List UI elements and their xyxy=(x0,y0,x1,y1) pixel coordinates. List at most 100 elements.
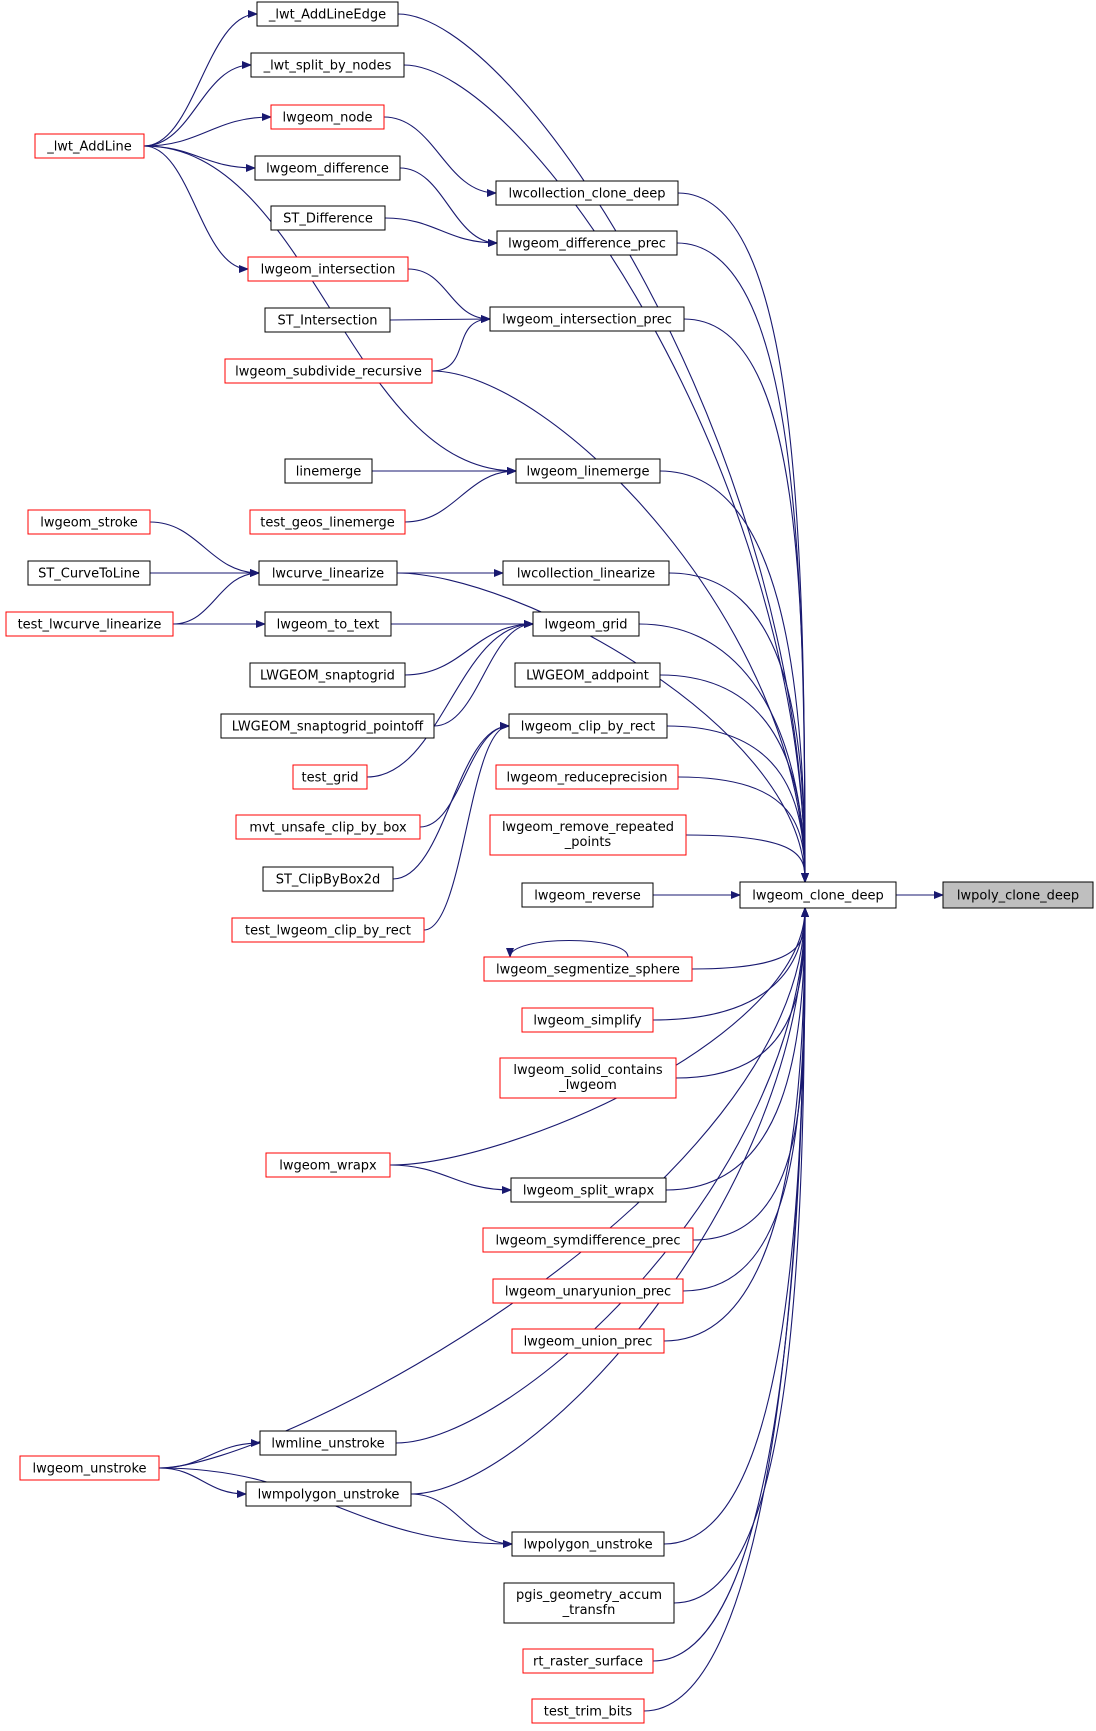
node-lwgeom-union-prec[interactable]: lwgeom_union_prec xyxy=(511,1328,665,1354)
edge-lwgeom-wrapx-to-lwgeom-clone-deep xyxy=(389,907,809,1166)
node-box xyxy=(510,1177,667,1203)
edge-mvt-unsafe-clip-by-box-to-lwgeom-clip-by-rect xyxy=(419,722,510,828)
node-lwgeom-snaptogrid-pointoff[interactable]: LWGEOM_snaptogrid_pointoff xyxy=(220,713,435,739)
node-label: lwgeom_reduceprecision xyxy=(507,771,668,786)
node-lwt-addline[interactable]: _lwt_AddLine xyxy=(34,133,145,159)
edge-st-intersection-to-lwgeom-intersection-prec xyxy=(389,315,491,324)
edge-lwgeom-wrapx-to-lwgeom-split-wrapx xyxy=(389,1164,512,1194)
node-label: lwgeom_wrapx xyxy=(279,1159,377,1174)
node-lwgeom-linemerge[interactable]: lwgeom_linemerge xyxy=(515,458,661,484)
node-box xyxy=(264,611,392,637)
node-test-lwgeom-clip-by-rect[interactable]: test_lwgeom_clip_by_rect xyxy=(231,917,425,943)
edge-lwmpolygon-unstroke-to-lwgeom-clone-deep xyxy=(410,907,809,1495)
node-st-curvetoline[interactable]: ST_CurveToLine xyxy=(27,560,151,586)
node-lwgeom-simplify[interactable]: lwgeom_simplify xyxy=(521,1007,654,1033)
node-test-trim-bits[interactable]: test_trim_bits xyxy=(531,1698,645,1724)
node-lwgeom-intersection[interactable]: lwgeom_intersection xyxy=(247,256,409,282)
node-label: _lwt_split_by_nodes xyxy=(263,59,392,74)
node-lwgeom-segmentize-sphere[interactable]: lwgeom_segmentize_sphere xyxy=(483,956,693,982)
node-lwcollection-clone-deep[interactable]: lwcollection_clone_deep xyxy=(495,180,679,206)
node-st-intersection[interactable]: ST_Intersection xyxy=(264,307,391,333)
node-box xyxy=(245,1481,412,1507)
node-lwgeom-reverse[interactable]: lwgeom_reverse xyxy=(521,882,654,908)
node-lwgeom-wrapx[interactable]: lwgeom_wrapx xyxy=(265,1152,391,1178)
edge-lwgeom-segmentize-sphere-to-lwgeom-segmentize-sphere xyxy=(506,940,629,958)
node-box xyxy=(264,307,391,333)
node-lwgeom-solid-contains-lwgeom[interactable]: lwgeom_solid_contains_lwgeom xyxy=(499,1057,677,1099)
node-pgis-geometry-accum-transfn[interactable]: pgis_geometry_accum_transfn xyxy=(503,1582,675,1624)
node-box xyxy=(235,814,421,840)
node-label: lwgeom_remove_repeated xyxy=(502,820,674,835)
node-lwgeom-difference-prec[interactable]: lwgeom_difference_prec xyxy=(496,230,678,256)
node-label: lwcollection_linearize xyxy=(517,567,655,582)
node-box xyxy=(249,509,406,535)
edge-lwgeom-remove-repeated-points-to-lwgeom-clone-deep xyxy=(685,834,810,883)
node-st-clipbybox2d[interactable]: ST_ClipByBox2d xyxy=(262,866,394,892)
node-box xyxy=(482,1227,694,1253)
node-box xyxy=(739,881,897,909)
node-label: lwgeom_difference xyxy=(266,162,389,177)
node-box xyxy=(27,509,151,535)
node-lwgeom-stroke[interactable]: lwgeom_stroke xyxy=(27,509,151,535)
node-lwgeom-remove-repeated-points[interactable]: lwgeom_remove_repeated_points xyxy=(489,814,687,856)
node-label: lwgeom_clone_deep xyxy=(752,889,884,904)
node-lwgeom-split-wrapx[interactable]: lwgeom_split_wrapx xyxy=(510,1177,667,1203)
node-box xyxy=(262,866,394,892)
node-lwgeom-to-text[interactable]: lwgeom_to_text xyxy=(264,611,392,637)
node-label: test_geos_linemerge xyxy=(260,516,394,531)
node-lwmpolygon-unstroke[interactable]: lwmpolygon_unstroke xyxy=(245,1481,412,1507)
node-lwmline-unstroke[interactable]: lwmline_unstroke xyxy=(259,1430,397,1456)
node-lwgeom-unaryunion-prec[interactable]: lwgeom_unaryunion_prec xyxy=(492,1278,684,1304)
node-lwgeom-subdivide-recursive[interactable]: lwgeom_subdivide_recursive xyxy=(224,358,433,384)
node-lwt-split-by-nodes[interactable]: _lwt_split_by_nodes xyxy=(250,52,405,78)
node-box xyxy=(489,814,687,856)
node-label: lwpoly_clone_deep xyxy=(957,889,1079,904)
node-box xyxy=(499,1057,677,1099)
edge-lwgeom-node-to-lwcollection-clone-deep xyxy=(383,116,497,197)
node-box xyxy=(250,52,405,78)
node-mvt-unsafe-clip-by-box[interactable]: mvt_unsafe_clip_by_box xyxy=(235,814,421,840)
node-lwgeom-snaptogrid[interactable]: LWGEOM_snaptogrid xyxy=(249,662,406,688)
node-label: lwmpolygon_unstroke xyxy=(258,1488,400,1503)
node-lwgeom-clone-deep[interactable]: lwgeom_clone_deep xyxy=(739,881,897,909)
node-lwpolygon-unstroke[interactable]: lwpolygon_unstroke xyxy=(511,1531,665,1557)
node-lwgeom-symdifference-prec[interactable]: lwgeom_symdifference_prec xyxy=(482,1227,694,1253)
node-test-geos-linemerge[interactable]: test_geos_linemerge xyxy=(249,509,406,535)
edge-lwgeom-reduceprecision-to-lwgeom-clone-deep xyxy=(677,776,809,883)
edge-pgis-geometry-accum-transfn-to-lwgeom-clone-deep xyxy=(673,907,809,1604)
node-lwt-addlineedge[interactable]: _lwt_AddLineEdge xyxy=(256,1,399,27)
node-lwgeom-intersection-prec[interactable]: lwgeom_intersection_prec xyxy=(489,306,685,332)
node-lwgeom-addpoint[interactable]: LWGEOM_addpoint xyxy=(514,662,661,688)
node-rt-raster-surface[interactable]: rt_raster_surface xyxy=(522,1648,654,1674)
node-lwgeom-node[interactable]: lwgeom_node xyxy=(270,104,385,130)
node-linemerge[interactable]: linemerge xyxy=(284,458,373,484)
node-box xyxy=(514,662,661,688)
node-box xyxy=(5,611,174,637)
node-lwcollection-linearize[interactable]: lwcollection_linearize xyxy=(502,560,670,586)
node-label: _points xyxy=(564,835,612,850)
node-test-lwcurve-linearize[interactable]: test_lwcurve_linearize xyxy=(5,611,174,637)
node-lwgeom-difference[interactable]: lwgeom_difference xyxy=(254,155,401,181)
node-box xyxy=(492,1278,684,1304)
edge-lwgeom-intersection-to-lwgeom-intersection-prec xyxy=(407,268,491,323)
edge-lwgeom-unstroke-to-lwmpolygon-unstroke xyxy=(158,1467,247,1498)
node-label: lwgeom_simplify xyxy=(533,1014,641,1029)
edge-lwcollection-linearize-to-lwgeom-clone-deep xyxy=(668,572,809,883)
node-lwgeom-reduceprecision[interactable]: lwgeom_reduceprecision xyxy=(495,764,679,790)
node-lwcurve-linearize[interactable]: lwcurve_linearize xyxy=(258,560,398,586)
node-st-difference[interactable]: ST_Difference xyxy=(270,205,386,231)
node-lwgeom-clip-by-rect[interactable]: lwgeom_clip_by_rect xyxy=(508,713,668,739)
node-label: lwgeom_grid xyxy=(544,618,627,633)
node-test-grid[interactable]: test_grid xyxy=(292,764,368,790)
edge-lwgeom-intersection-prec-to-lwgeom-clone-deep xyxy=(683,318,809,883)
node-label: lwgeom_segmentize_sphere xyxy=(496,963,680,978)
node-label: lwgeom_reverse xyxy=(534,889,640,904)
edge-lwgeom-segmentize-sphere-to-lwgeom-clone-deep xyxy=(691,907,810,970)
node-lwpoly-clone-deep: lwpoly_clone_deep xyxy=(942,881,1094,909)
node-label: LWGEOM_snaptogrid_pointoff xyxy=(232,720,424,735)
edge-lwgeom-subdivide-recursive-to-lwgeom-intersection-prec xyxy=(431,315,491,372)
node-lwgeom-grid[interactable]: lwgeom_grid xyxy=(532,611,640,637)
node-box xyxy=(265,1152,391,1178)
edge-test-grid-to-lwgeom-grid xyxy=(366,620,534,778)
node-lwgeom-unstroke[interactable]: lwgeom_unstroke xyxy=(19,1455,160,1481)
